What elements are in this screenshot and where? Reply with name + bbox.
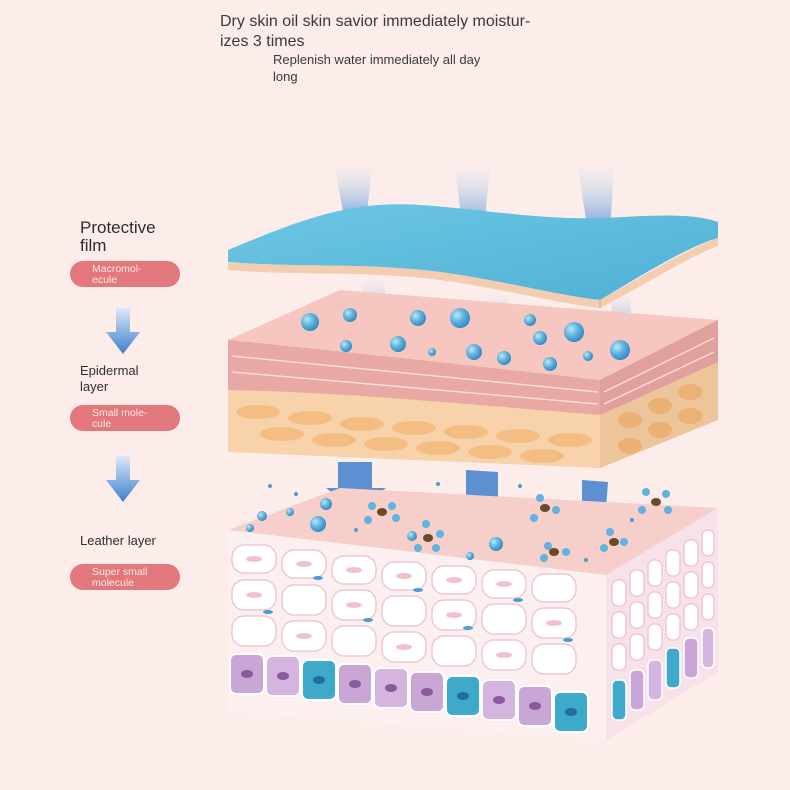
protective-film-layer — [228, 204, 718, 308]
protective-film-label: Protective film — [80, 218, 156, 255]
down-arrow-icon — [106, 456, 140, 502]
molecule-clusters — [246, 482, 672, 562]
epidermal-layer-label: Epidermal layer — [80, 363, 139, 394]
super-small-molecule-badge: Super small molecule — [70, 564, 180, 590]
headline-subtitle: Replenish water immediately all day long — [273, 52, 481, 84]
headline-title: Dry skin oil skin savior immediately moi… — [220, 13, 531, 50]
macromolecule-badge: Macromol- ecule — [70, 261, 180, 287]
small-molecule-badge: Small mole- cule — [70, 405, 180, 431]
leather-layer-label: Leather layer — [80, 533, 156, 548]
leather-layer-block — [228, 482, 718, 740]
epidermal-layer-block — [228, 290, 718, 468]
down-arrow-icon — [106, 308, 140, 354]
